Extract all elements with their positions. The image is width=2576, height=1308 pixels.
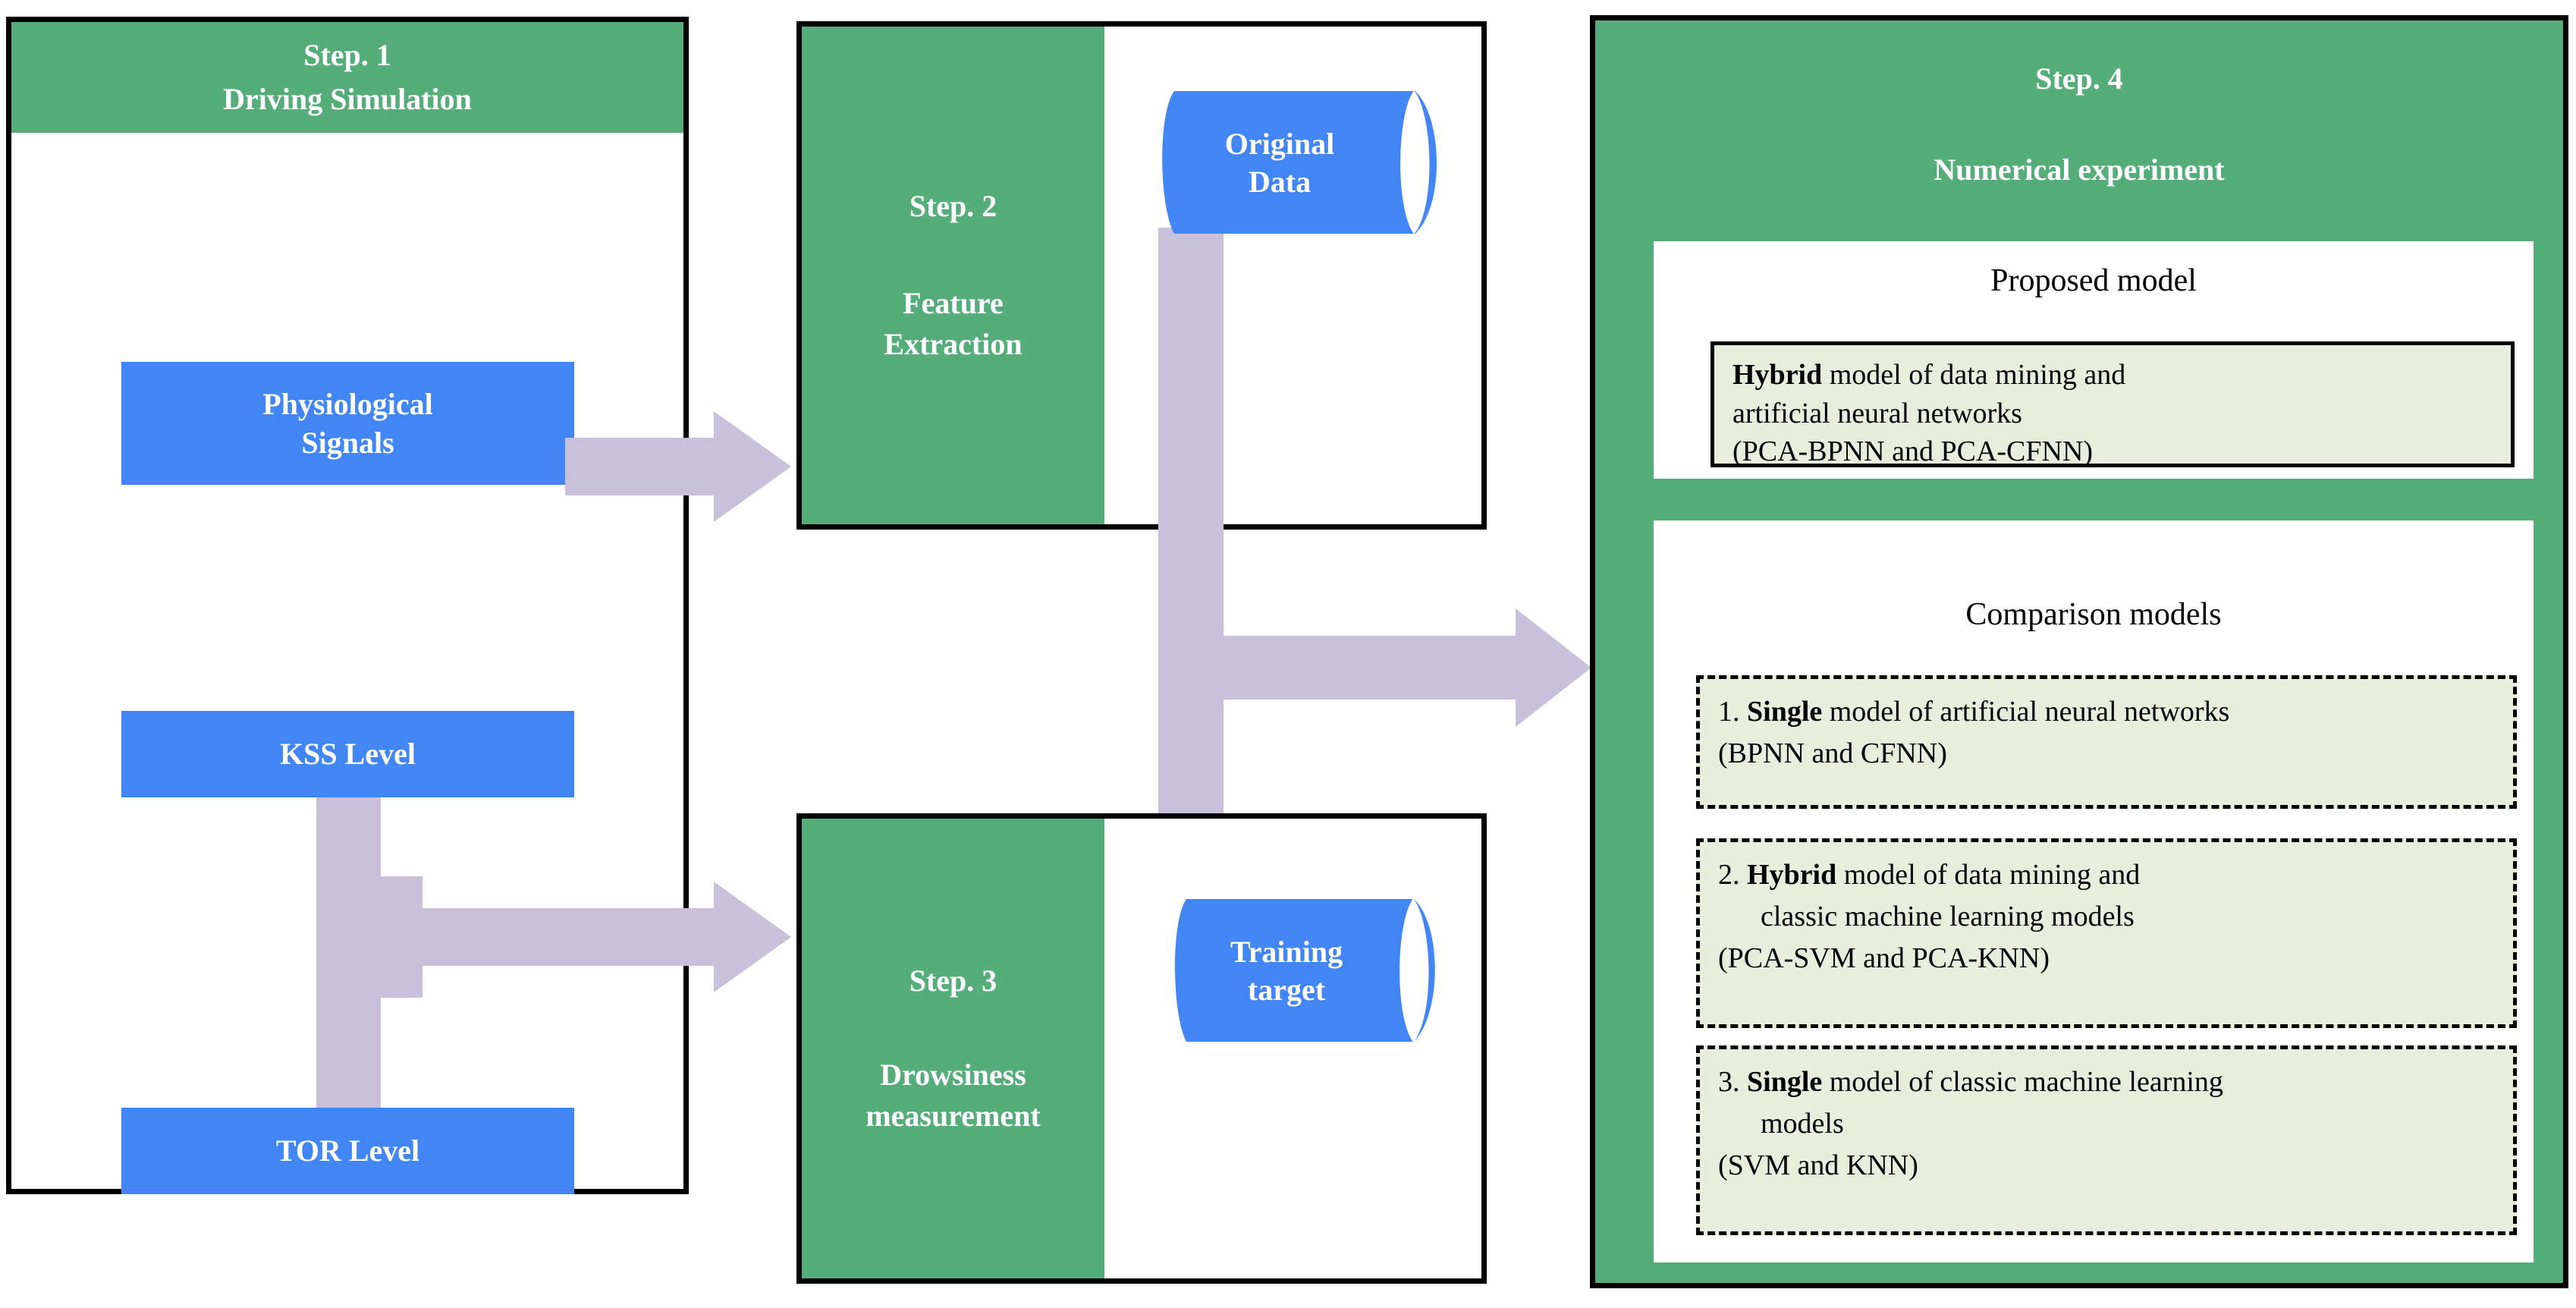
training-target-cylinder[interactable]: Training target — [1159, 898, 1447, 1043]
step1-header-line1: Step. 1 — [303, 38, 391, 72]
comparison-item-3-rest: model of classic machine learning — [1822, 1066, 2223, 1098]
comparison-item-3-line2: models — [1761, 1108, 1844, 1140]
comparison-item-3[interactable]: 3. Single model of classic machine learn… — [1696, 1045, 2517, 1235]
step3-header: Step. 3 Drowsiness measurement — [802, 819, 1104, 1278]
step2-header-line2: Feature — [903, 286, 1004, 320]
cylinder-shape — [1162, 90, 1437, 234]
comparison-item-1-number: 1. — [1718, 696, 1740, 728]
step3-header-line1: Step. 3 — [909, 964, 997, 998]
comparison-item-1-bold: Single — [1747, 696, 1823, 728]
comparison-item-2-rest: model of data mining and — [1836, 859, 2141, 891]
kss-level-label: KSS Level — [280, 737, 416, 772]
comparison-item-1[interactable]: 1. Single model of artificial neural net… — [1696, 675, 2517, 809]
physiological-signals-box[interactable]: Physiological Signals — [121, 362, 574, 485]
comparison-item-2-line1: 2. Hybrid model of data mining and — [1718, 854, 2495, 896]
kss-level-box[interactable]: KSS Level — [121, 711, 574, 797]
proposed-model-line3: (PCA-BPNN and PCA-CFNN) — [1733, 435, 2094, 468]
proposed-model-line2: artificial neural networks — [1733, 397, 2022, 429]
tor-level-box[interactable]: TOR Level — [121, 1108, 574, 1194]
proposed-model-line1-rest: model of data mining and — [1822, 359, 2126, 391]
arrow-signals-to-step2 — [565, 411, 791, 522]
proposed-model-title: Proposed model — [1990, 263, 2197, 298]
arrow-data-to-step4 — [1214, 608, 1591, 727]
comparison-item-1-rest: model of artificial neural networks — [1822, 696, 2230, 728]
comparison-item-2-bold: Hybrid — [1747, 859, 1837, 891]
arrow-levels-to-step3 — [379, 882, 791, 992]
step3-header-line3: measurement — [865, 1099, 1041, 1133]
comparison-item-2-line3: (PCA-SVM and PCA-KNN) — [1718, 942, 2050, 975]
comparison-item-2[interactable]: 2. Hybrid model of data mining and class… — [1696, 838, 2517, 1028]
tor-level-label: TOR Level — [275, 1133, 420, 1168]
proposed-model-box[interactable]: Hybrid model of data mining and artifici… — [1711, 341, 2515, 467]
comparison-item-1-line1: 1. Single model of artificial neural net… — [1718, 691, 2495, 733]
comparison-item-3-line3: (SVM and KNN) — [1718, 1149, 1918, 1182]
comparison-item-1-line2: (BPNN and CFNN) — [1718, 737, 1947, 770]
step2-header-line1: Step. 2 — [909, 189, 997, 223]
step4-header-line1: Step. 4 — [2035, 61, 2123, 96]
original-data-cylinder[interactable]: Original Data — [1145, 90, 1449, 235]
comparison-item-2-number: 2. — [1718, 859, 1740, 891]
comparison-item-3-line1: 3. Single model of classic machine learn… — [1718, 1061, 2495, 1103]
cylinder-shape — [1174, 898, 1435, 1042]
step1-header-line2: Driving Simulation — [223, 82, 472, 116]
physiological-signals-line1: Physiological — [262, 386, 433, 421]
step1-header: Step. 1 Driving Simulation — [11, 22, 683, 133]
comparison-models-title: Comparison models — [1965, 597, 2222, 632]
step4-header-line2: Numerical experiment — [1934, 152, 2225, 187]
step3-header-line2: Drowsiness — [880, 1058, 1026, 1092]
physiological-signals-line2: Signals — [301, 426, 394, 460]
proposed-model-line1-bold: Hybrid — [1733, 359, 1823, 391]
comparison-item-3-number: 3. — [1718, 1066, 1740, 1098]
proposed-model-line1: Hybrid model of data mining and — [1733, 356, 2493, 395]
comparison-item-3-bold: Single — [1747, 1066, 1823, 1098]
step2-header: Step. 2 Feature Extraction — [802, 27, 1104, 524]
comparison-item-2-line2: classic machine learning models — [1761, 901, 2135, 933]
step2-header-line3: Extraction — [884, 327, 1023, 361]
